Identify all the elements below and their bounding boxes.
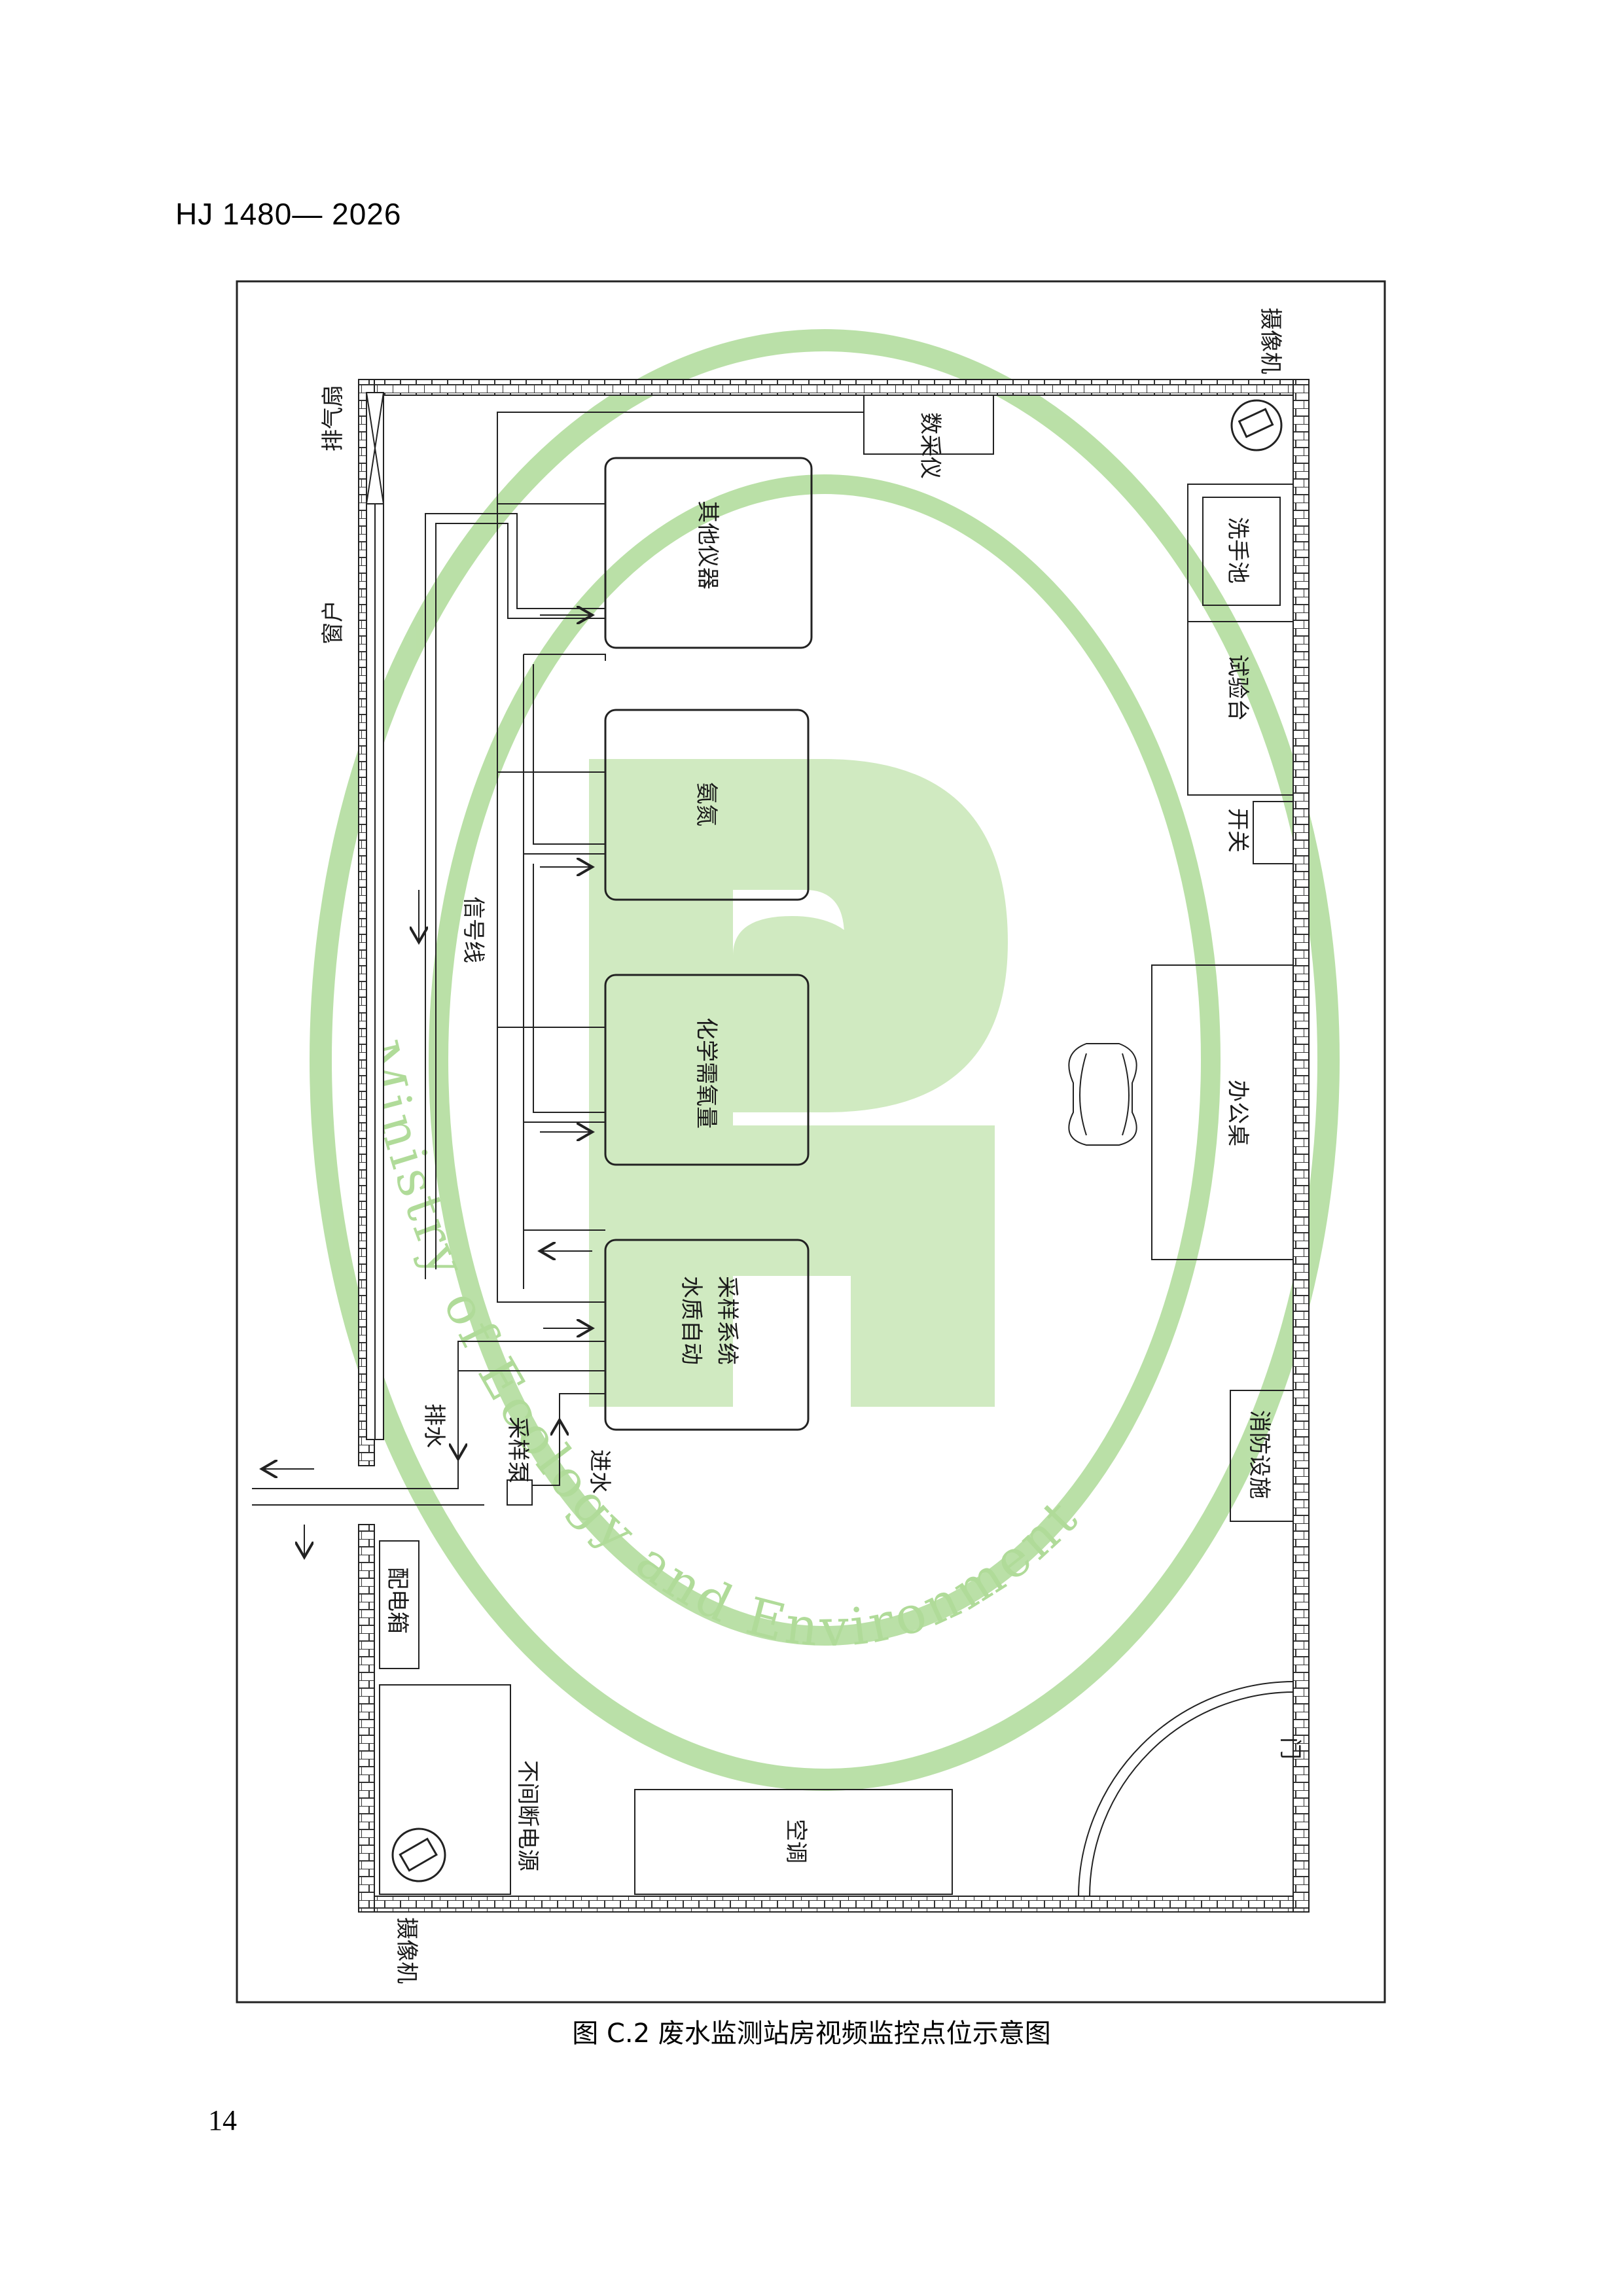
pump-label: 采样泵 bbox=[505, 1417, 531, 1483]
signal-line-label: 信号线 bbox=[460, 896, 486, 963]
camera-bottom-label: 摄像机 bbox=[393, 1917, 419, 1984]
office-chair bbox=[1068, 1043, 1137, 1146]
watermark-inner-ring bbox=[429, 474, 1221, 1646]
sampling-system-label-2: 采样系统 bbox=[714, 1276, 740, 1365]
instrument-ammonia-label: 氨氮 bbox=[693, 782, 719, 826]
instrument-other bbox=[604, 457, 813, 649]
fan-label: 排气扇 bbox=[320, 385, 346, 451]
sampling-system bbox=[604, 1239, 810, 1431]
figure-frame bbox=[236, 280, 1386, 2004]
instrument-cod-label: 化学需氧量 bbox=[693, 1017, 719, 1129]
lab-bench-label: 试验台 bbox=[1224, 654, 1251, 721]
data-collector-label: 数采仪 bbox=[917, 412, 943, 479]
page-number: 14 bbox=[208, 2104, 237, 2136]
air-conditioner bbox=[634, 1789, 953, 1895]
instrument-other-label: 其他仪器 bbox=[694, 501, 721, 590]
fire-label: 消防设施 bbox=[1246, 1410, 1272, 1499]
document-header: HJ 1480— 2026 bbox=[175, 197, 402, 231]
door bbox=[1078, 1681, 1294, 1897]
fire-facility bbox=[1230, 1390, 1294, 1522]
switch-label: 开关 bbox=[1224, 808, 1251, 853]
office-desk bbox=[1151, 964, 1294, 1260]
window-label: 窗户 bbox=[320, 600, 346, 645]
figure-caption: 图 C.2 废水监测站房视频监控点位示意图 bbox=[572, 2019, 1051, 2049]
sampling-system-label-1: 水质自动 bbox=[678, 1276, 704, 1365]
signal-lines bbox=[497, 412, 864, 1303]
power-box-label: 配电箱 bbox=[384, 1567, 410, 1634]
watermark-outer-ring bbox=[310, 329, 1340, 1791]
instrument-cod bbox=[604, 974, 810, 1166]
sampling-pump bbox=[507, 1479, 533, 1506]
switch-box bbox=[1253, 801, 1294, 864]
camera-top-label: 摄像机 bbox=[1257, 308, 1283, 374]
camera-bottom-icon bbox=[391, 1828, 446, 1882]
watermark-logo-shape bbox=[589, 759, 1008, 1407]
power-distribution-box bbox=[379, 1540, 419, 1669]
sink-label: 洗手池 bbox=[1224, 517, 1251, 584]
sink-inner bbox=[1202, 497, 1281, 606]
door-label: 门 bbox=[1277, 1737, 1303, 1759]
camera-top-icon bbox=[1230, 399, 1283, 451]
data-collector-box bbox=[863, 395, 994, 455]
ups-box bbox=[379, 1684, 511, 1895]
office-desk-label: 办公桌 bbox=[1224, 1080, 1251, 1146]
ups-label: 不间断电源 bbox=[514, 1760, 541, 1871]
lab-bench bbox=[1187, 621, 1294, 796]
inlet-label: 进水 bbox=[586, 1449, 613, 1494]
drain-label: 排水 bbox=[421, 1404, 447, 1448]
instrument-ammonia bbox=[604, 709, 810, 901]
ac-label: 空调 bbox=[783, 1819, 809, 1863]
watermark: Ministry of Ecology and Environment bbox=[310, 329, 1340, 1791]
